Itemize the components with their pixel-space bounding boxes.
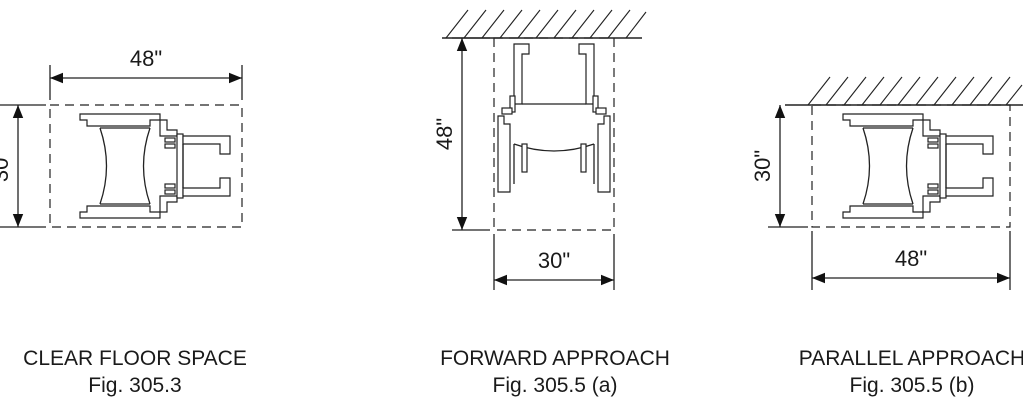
parallel-approach-figure: 30" 48" PARALLEL APPROACH Fig. 305.5 (b) bbox=[750, 76, 1023, 397]
figure-number: Fig. 305.3 bbox=[88, 374, 181, 397]
dimension-label-48: 48" bbox=[432, 118, 457, 150]
clear-floor-space-figure: 48" 30" CLEAR FLOOR SPACE Fig. 305.3 bbox=[0, 46, 247, 397]
dimension-label-30: 30" bbox=[0, 150, 13, 182]
figure-title: FORWARD APPROACH bbox=[440, 347, 670, 370]
clear-floor-rectangle bbox=[49, 104, 243, 228]
clear-floor-rectangle bbox=[811, 104, 1011, 228]
forward-approach-figure: 48" 30" FORWARD APPROACH Fig. 305.5 (a) bbox=[432, 9, 670, 397]
wheelchair-icon bbox=[497, 43, 611, 193]
dimension-label-48: 48" bbox=[130, 46, 162, 71]
dimension-label-30: 30" bbox=[750, 150, 775, 182]
figure-number: Fig. 305.5 (b) bbox=[850, 374, 975, 397]
wall-hatch bbox=[807, 76, 1023, 106]
clear-floor-rectangle bbox=[493, 37, 615, 231]
figure-title: CLEAR FLOOR SPACE bbox=[23, 347, 247, 370]
wall-hatch bbox=[445, 9, 647, 39]
dimension-label-30: 30" bbox=[538, 248, 570, 273]
figure-number: Fig. 305.5 (a) bbox=[493, 374, 618, 397]
wheelchair-icon bbox=[79, 113, 231, 219]
dimension-label-48: 48" bbox=[895, 246, 927, 271]
wheelchair-icon bbox=[842, 113, 994, 219]
figure-title: PARALLEL APPROACH bbox=[799, 347, 1023, 370]
